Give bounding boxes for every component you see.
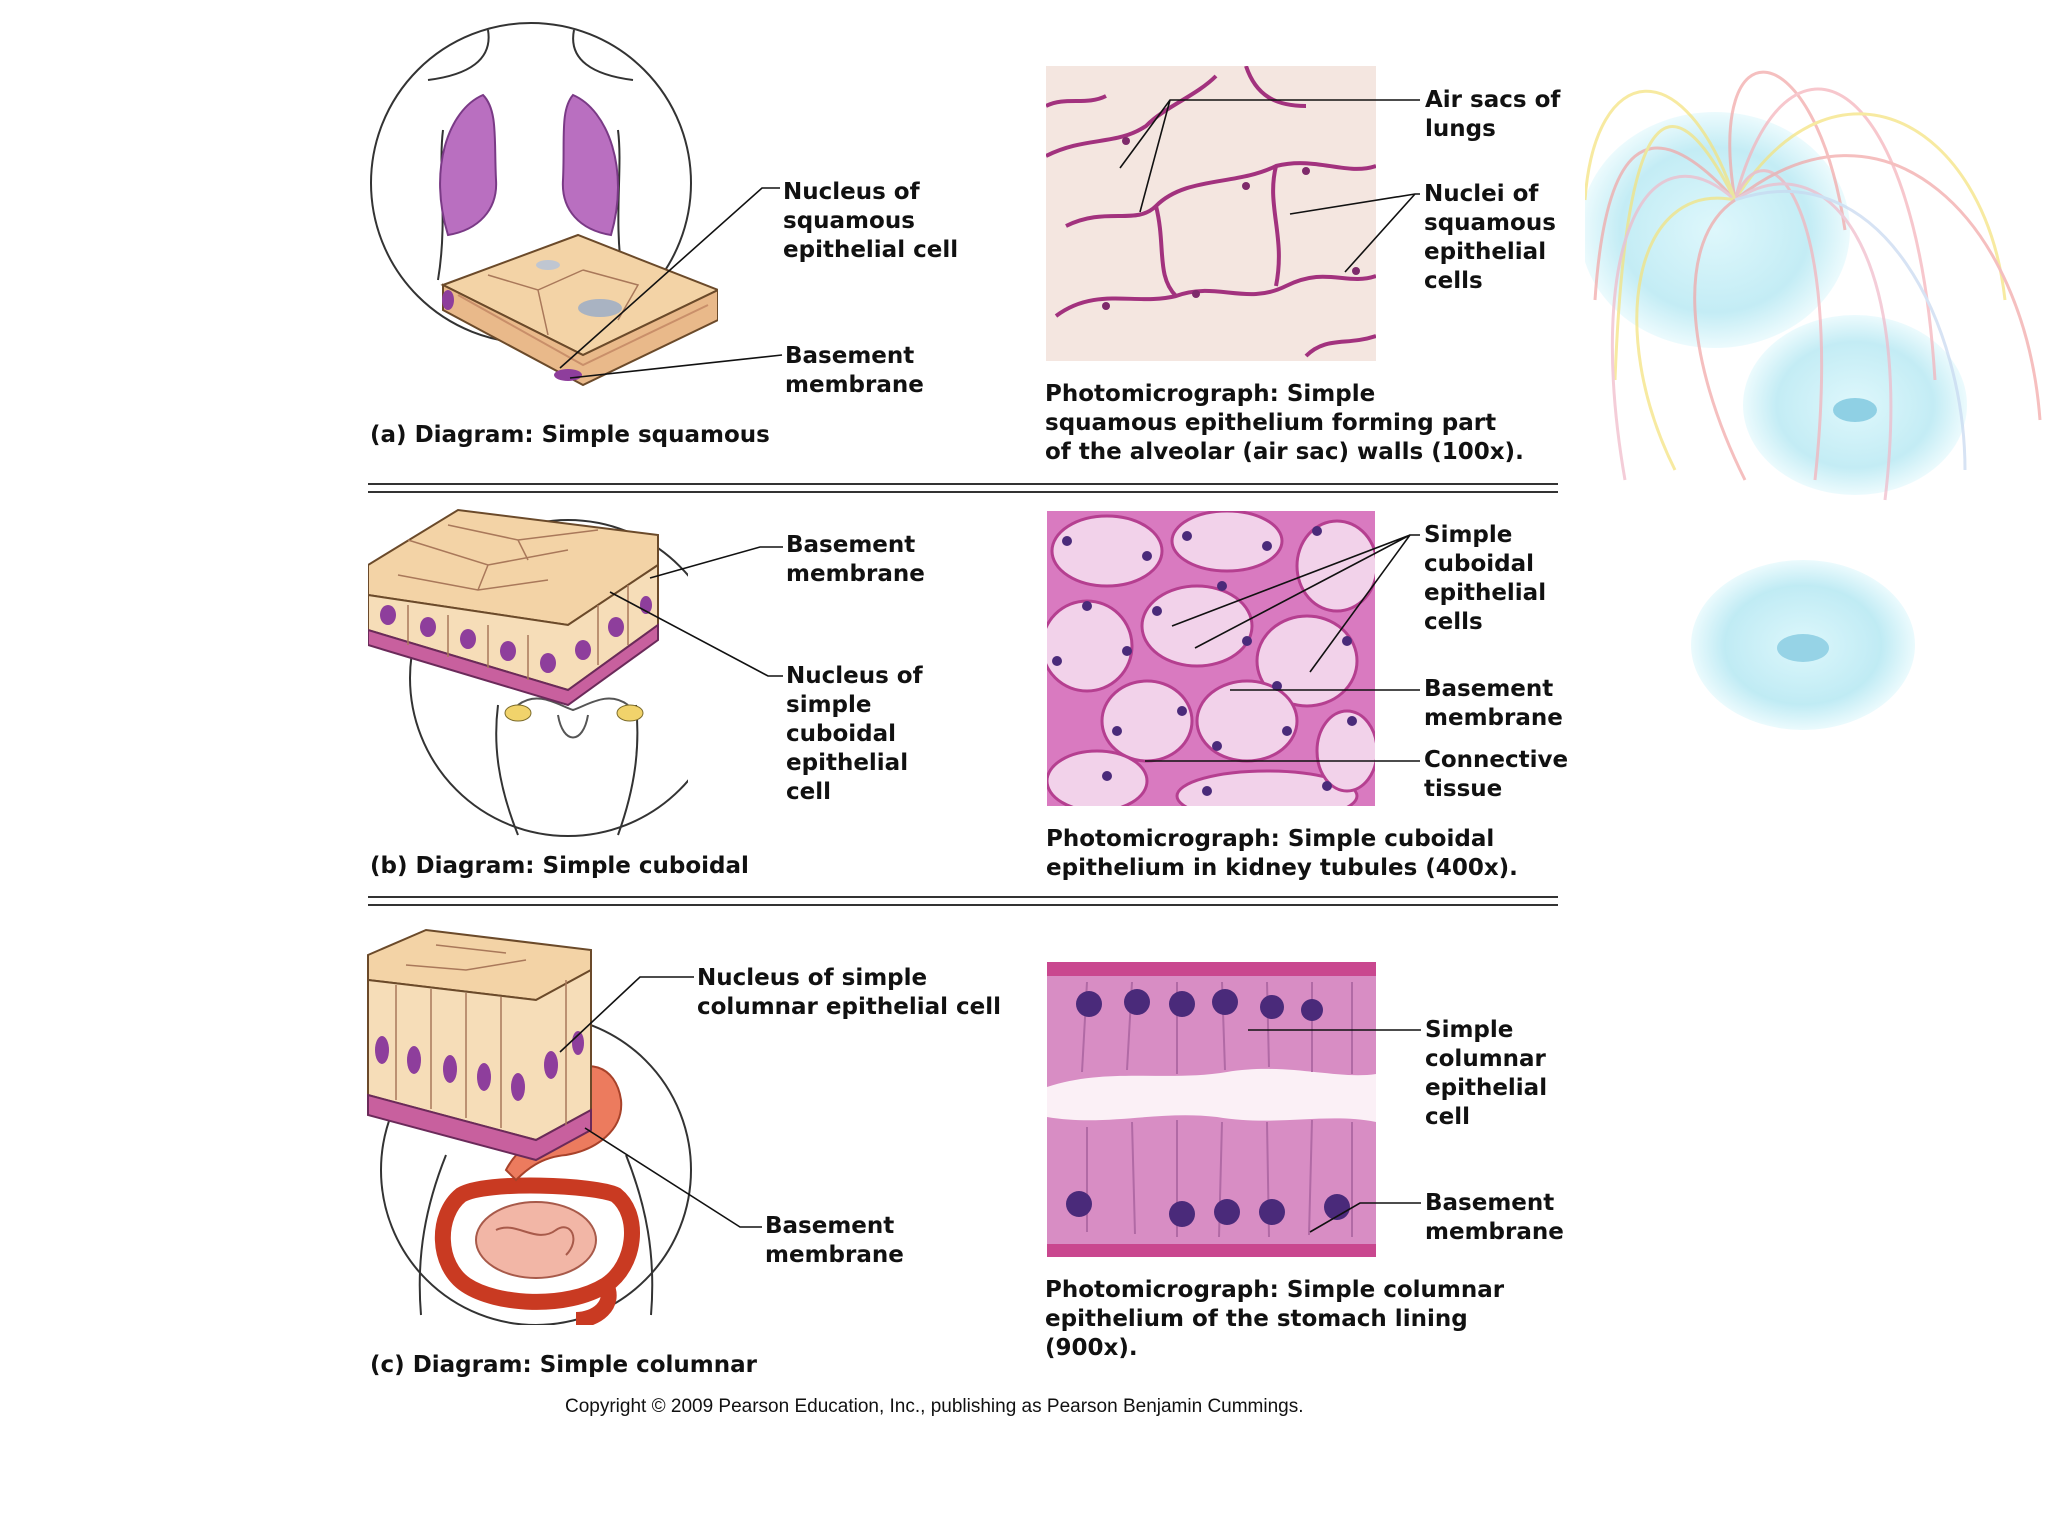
panel-b-photomicrograph xyxy=(1047,511,1375,806)
copyright-notice: Copyright © 2009 Pearson Education, Inc.… xyxy=(565,1396,1304,1417)
panel-c-diagram-illustration xyxy=(366,925,696,1325)
label-nucleus-columnar: Nucleus of simple columnar epithelial ce… xyxy=(697,965,1001,1020)
label-simple-cuboidal-cells: Simple cuboidal epithelial cells xyxy=(1424,522,1547,635)
caption-diagram-b: (b) Diagram: Simple cuboidal xyxy=(370,853,749,879)
divider-bc-top xyxy=(368,896,1558,898)
divider-ab-top xyxy=(368,483,1558,485)
label-nuclei-squamous: Nuclei of squamous epithelial cells xyxy=(1424,181,1556,294)
panel-c-photomicrograph xyxy=(1047,962,1376,1257)
label-nucleus-squamous: Nucleus of squamous epithelial cell xyxy=(783,179,959,263)
label-basement-membrane-a: Basement membrane xyxy=(785,343,924,398)
label-basement-membrane-c: Basement membrane xyxy=(765,1213,904,1268)
label-basement-membrane-b: Basement membrane xyxy=(786,532,925,587)
label-connective-tissue: Connective tissue xyxy=(1424,747,1569,802)
caption-diagram-a: (a) Diagram: Simple squamous xyxy=(370,422,770,448)
panel-a-diagram-illustration xyxy=(368,20,718,405)
label-simple-columnar-cell: Simple columnar epithelial cell xyxy=(1425,1017,1548,1130)
divider-bc-bottom xyxy=(368,904,1558,906)
caption-photomicrograph-b: Photomicrograph: Simple cuboidal epithel… xyxy=(1046,826,1518,881)
caption-diagram-c: (c) Diagram: Simple columnar xyxy=(370,1352,757,1378)
decorative-background xyxy=(1585,0,2048,760)
caption-photomicrograph-c: Photomicrograph: Simple columnar epithel… xyxy=(1045,1277,1505,1361)
label-air-sacs: Air sacs of lungs xyxy=(1425,87,1561,142)
caption-photomicrograph-a: Photomicrograph: Simple squamous epithel… xyxy=(1045,381,1524,465)
panel-b-diagram-illustration xyxy=(368,505,688,840)
label-basement-membrane-b-photo: Basement membrane xyxy=(1424,676,1563,731)
panel-a-photomicrograph xyxy=(1046,66,1376,361)
label-nucleus-cuboidal: Nucleus of simple cuboidal epithelial ce… xyxy=(786,663,923,805)
divider-ab-bottom xyxy=(368,491,1558,493)
label-basement-membrane-c-photo: Basement membrane xyxy=(1425,1190,1564,1245)
